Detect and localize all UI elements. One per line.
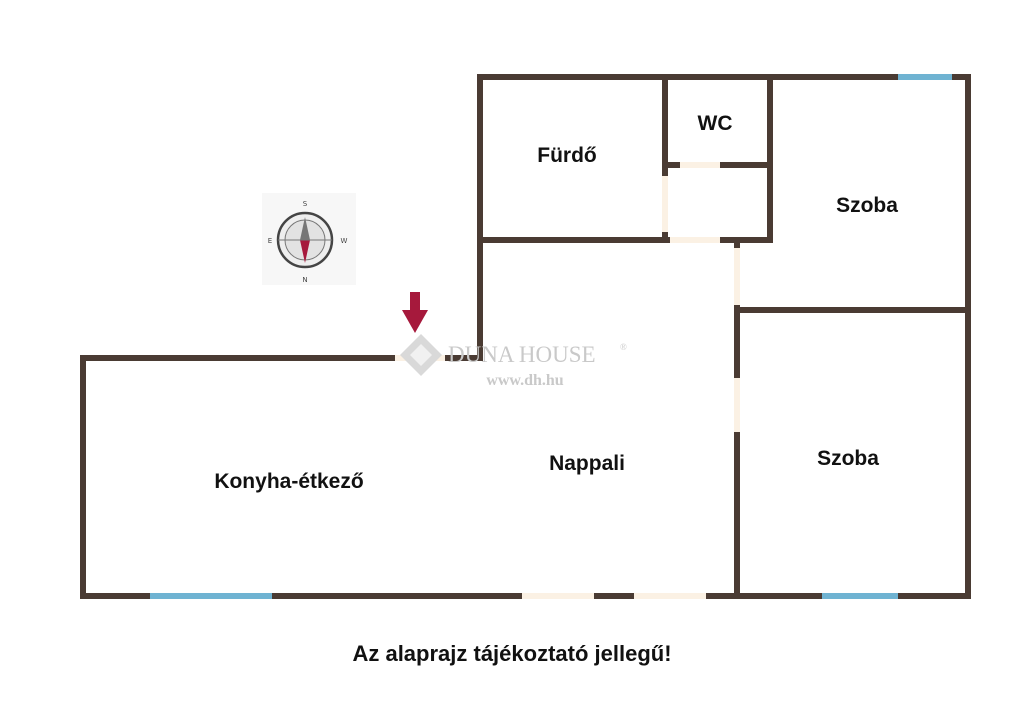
watermark-registered: ® bbox=[620, 342, 627, 352]
room-label-furdo: Fürdő bbox=[537, 144, 596, 167]
compass-w-label: W bbox=[341, 237, 348, 245]
entrance-arrow-icon bbox=[402, 292, 428, 333]
disclaimer-note: Az alaprajz tájékoztató jellegű! bbox=[352, 641, 672, 666]
compass-icon: S N E W bbox=[262, 193, 356, 285]
room-label-szoba-lower: Szoba bbox=[817, 447, 879, 470]
walls bbox=[80, 74, 971, 599]
windows bbox=[150, 74, 952, 599]
room-label-wc: WC bbox=[698, 112, 733, 135]
compass-n-label: N bbox=[302, 276, 307, 284]
room-label-nappali: Nappali bbox=[549, 452, 625, 475]
watermark-url: www.dh.hu bbox=[486, 372, 563, 389]
room-label-konyha: Konyha-étkező bbox=[214, 470, 363, 493]
watermark: DUNA HOUSE ® www.dh.hu bbox=[400, 334, 627, 389]
doors bbox=[395, 162, 740, 599]
duna-house-logo-icon bbox=[400, 334, 442, 376]
compass-e-label: E bbox=[268, 237, 272, 245]
watermark-brand: DUNA HOUSE bbox=[448, 342, 596, 367]
room-label-szoba-upper: Szoba bbox=[836, 194, 898, 217]
compass-s-label: S bbox=[303, 200, 308, 208]
